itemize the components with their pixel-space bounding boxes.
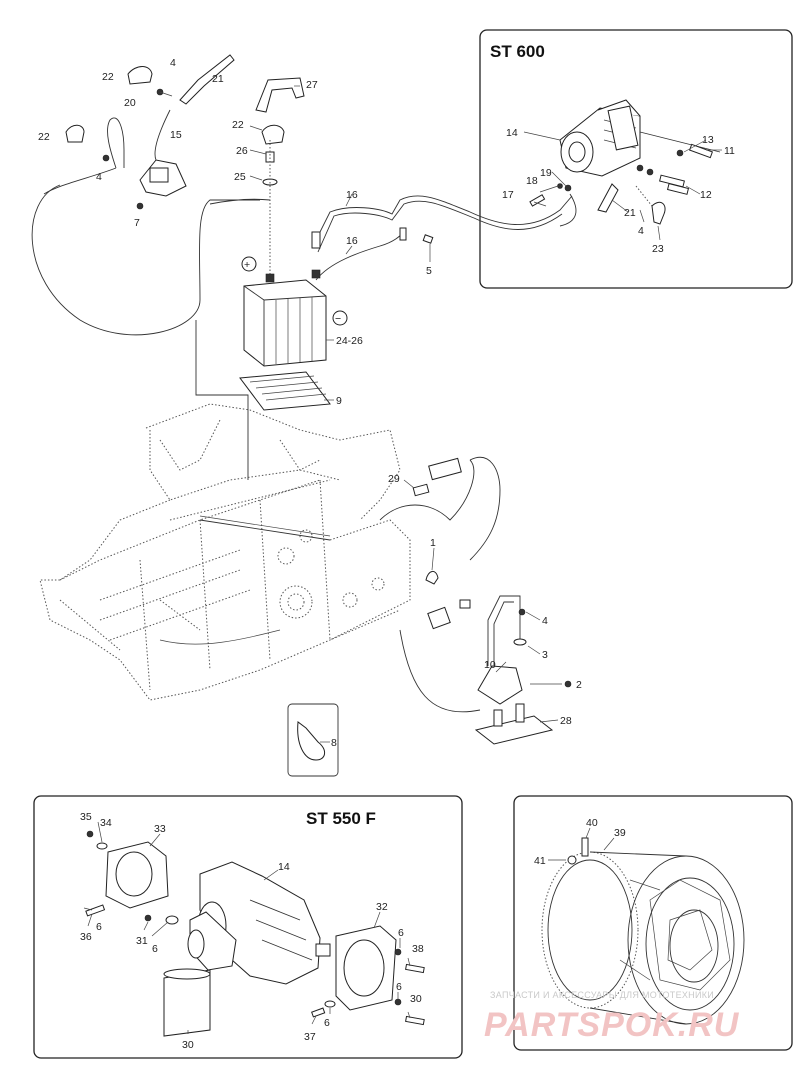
callout-14-st550f: 14 [278,861,290,873]
callout-35: 35 [80,811,92,823]
callout-2: 2 [576,679,582,691]
panel-st550f-frame [33,795,463,1059]
callout-27: 27 [306,79,318,91]
callout-6-mid: 6 [152,943,158,955]
clip-detail-8 [287,703,339,777]
battery [243,279,327,367]
callout-19: 19 [540,167,552,179]
minus-terminal-symbol [332,310,348,326]
cap-22-left [65,124,85,143]
hardware-st600 [529,131,721,227]
callout-4-st600: 4 [638,225,644,237]
callout-33: 33 [154,823,166,835]
callout-5: 5 [426,265,432,277]
cap-22-top [127,66,153,85]
panel-st600-frame [479,29,793,289]
connector-29 [428,457,462,481]
callout-37: 37 [304,1031,316,1043]
battery-group: + − [209,77,573,411]
battery-minus-symbol: − [335,313,341,325]
frame-chassis [39,403,411,701]
panel-flywheel [513,795,793,1051]
cap-22-battery [261,124,285,145]
bolt-40 [581,837,589,857]
callout-22-top: 22 [102,71,114,83]
watermark-logo: PARTSPOK.RU [484,1006,740,1044]
callout-15: 15 [170,129,182,141]
callout-30-bolt: 30 [410,993,422,1005]
callout-10: 10 [484,659,496,671]
watermark-text-line1: ЗАПЧАСТИ И АКСЕССУАРЫ ДЛЯ МОТОТЕХНИКИ [490,990,714,1000]
callout-36: 36 [80,931,92,943]
battery-pad-9 [239,371,331,411]
relay-10 [477,665,523,705]
callout-4-relay: 4 [542,615,548,627]
callout-38: 38 [412,943,424,955]
callout-8: 8 [331,737,337,749]
callout-22-battery: 22 [232,119,244,131]
callout-34: 34 [100,817,112,829]
starter-motor-st550f [187,861,331,985]
callout-28: 28 [560,715,572,727]
callout-39: 39 [614,827,626,839]
callout-3: 3 [542,649,548,661]
flywheel-39 [541,851,745,1025]
callout-16-upper: 16 [346,189,358,201]
callout-30-sleeve: 30 [182,1039,194,1051]
callout-4-top: 4 [170,57,176,69]
callout-13: 13 [702,134,714,146]
starter-motor-st600 [559,99,641,177]
panel-st550f-title: ST 550 F [306,809,376,828]
callout-12: 12 [700,189,712,201]
callout-31: 31 [136,935,148,947]
callout-6-bottom: 6 [324,1017,330,1029]
cable-16-end [311,231,321,249]
sleeve-30 [163,969,211,1037]
callout-40: 40 [586,817,598,829]
callout-6-left: 6 [96,921,102,933]
callout-16-lower: 16 [346,235,358,247]
panel-st600-title: ST 600 [490,42,545,61]
callout-21-st600: 21 [624,207,636,219]
panel-flywheel-frame [513,795,793,1051]
callout-29: 29 [388,473,400,485]
callout-6-right-lower: 6 [396,981,402,993]
callout-9: 9 [336,395,342,407]
panel-st600: ST 600 [479,29,793,289]
callout-21-top: 21 [212,73,224,85]
bracket-27 [255,77,305,113]
wiring-right [379,456,572,745]
plus-terminal-symbol [241,256,257,272]
leaders-st600 [523,131,722,241]
callout-23: 23 [652,243,664,255]
watermark: ЗАПЧАСТИ И АКСЕССУАРЫ ДЛЯ МОТОТЕХНИКИ PA… [484,990,740,1044]
callout-1: 1 [430,537,436,549]
plate-28 [474,715,554,745]
callout-7: 7 [134,217,140,229]
callout-32: 32 [376,901,388,913]
bolt-26 [265,151,275,163]
solenoid-assembly [31,54,260,480]
callout-41: 41 [534,855,546,867]
callout-6-right-upper: 6 [398,927,404,939]
callout-18: 18 [526,175,538,187]
callout-22-left: 22 [38,131,50,143]
callout-20: 20 [124,97,136,109]
callout-11: 11 [724,145,735,157]
washer-41 [567,855,577,865]
battery-plus-symbol: + [244,259,250,271]
callout-14: 14 [506,127,518,139]
cable-21 [179,54,235,105]
callout-4-left: 4 [96,171,102,183]
panel-st550f: ST 550 F [33,795,463,1059]
callout-24-26: 24-26 [336,335,363,347]
nut-1 [425,571,439,585]
callout-26: 26 [236,145,248,157]
callout-17: 17 [502,189,514,201]
callout-25: 25 [234,171,246,183]
